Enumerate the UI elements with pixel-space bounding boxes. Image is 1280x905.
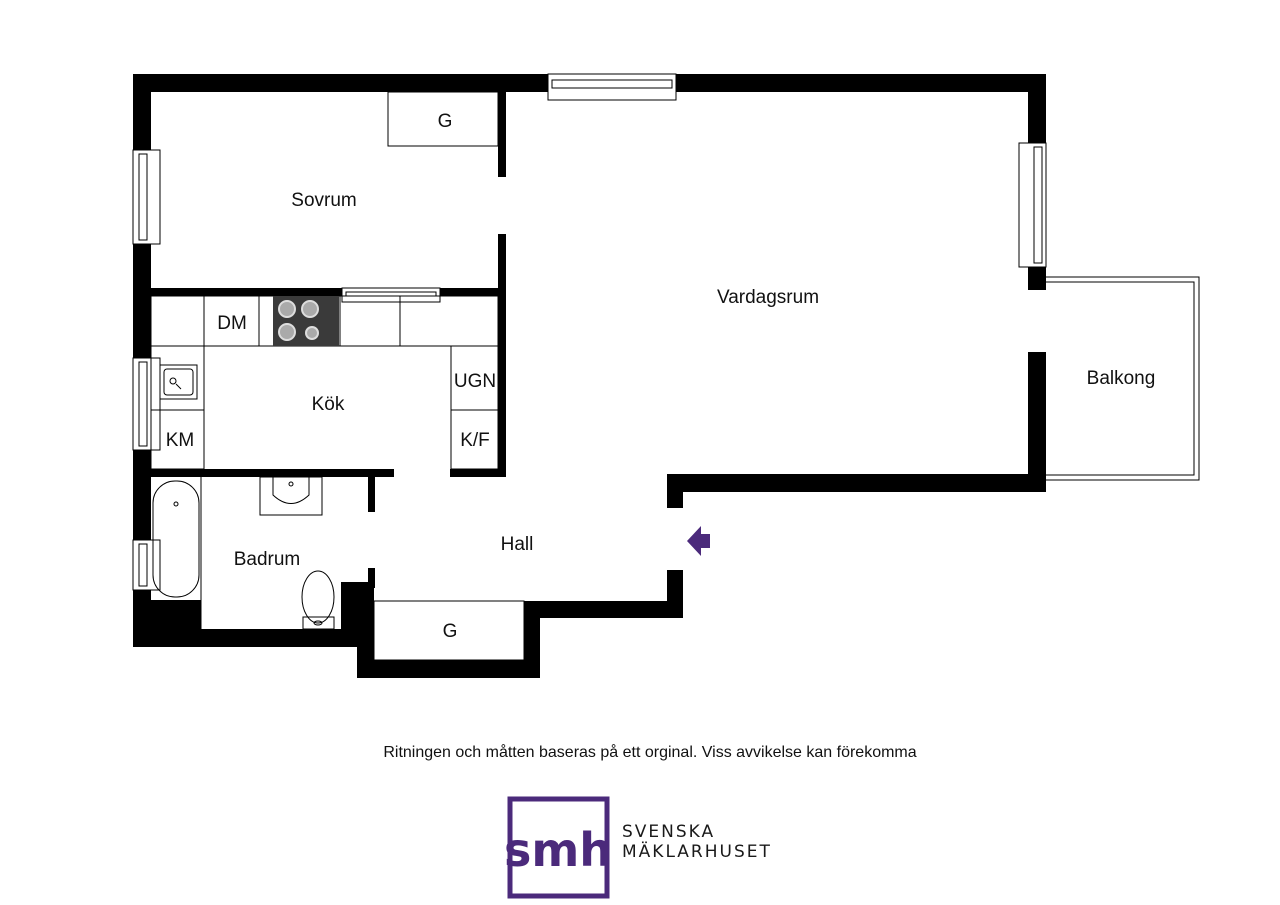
windows xyxy=(132,73,1047,591)
brand-name: SVENSKA MÄKLARHUSET xyxy=(622,822,772,862)
fixture-label-washing-machine: KM xyxy=(166,430,195,451)
bathtub-icon xyxy=(152,480,200,598)
disclaimer-text: Ritningen och måtten baseras på ett orgi… xyxy=(383,744,917,761)
fixture-label-dishwasher: DM xyxy=(217,313,247,334)
stove-icon xyxy=(273,296,339,346)
room-label-kok: Kök xyxy=(312,394,345,415)
brand-line-1: SVENSKA xyxy=(622,822,716,842)
fixture-label-wardrobe-bedroom: G xyxy=(438,111,453,132)
fixture-label-wardrobe-hall: G xyxy=(443,621,458,642)
washbasin-icon xyxy=(272,477,310,504)
logo-mark: smh xyxy=(504,823,612,877)
room-label-vardagsrum: Vardagsrum xyxy=(717,287,819,308)
room-label-badrum: Badrum xyxy=(234,549,301,570)
entrance-arrow-icon xyxy=(687,526,710,556)
fixture-label-fridge-freezer: K/F xyxy=(460,430,490,451)
walls xyxy=(133,74,1046,678)
room-label-sovrum: Sovrum xyxy=(291,190,356,211)
fixture-label-oven: UGN xyxy=(454,371,496,392)
smh-logo-icon: smh xyxy=(504,796,612,899)
brand-line-2: MÄKLARHUSET xyxy=(622,842,772,862)
kitchen-sink-icon xyxy=(159,364,198,400)
balcony-outline xyxy=(1046,276,1200,481)
room-label-balkong: Balkong xyxy=(1087,368,1156,389)
room-label-hall: Hall xyxy=(501,534,534,555)
toilet-icon xyxy=(301,570,335,630)
